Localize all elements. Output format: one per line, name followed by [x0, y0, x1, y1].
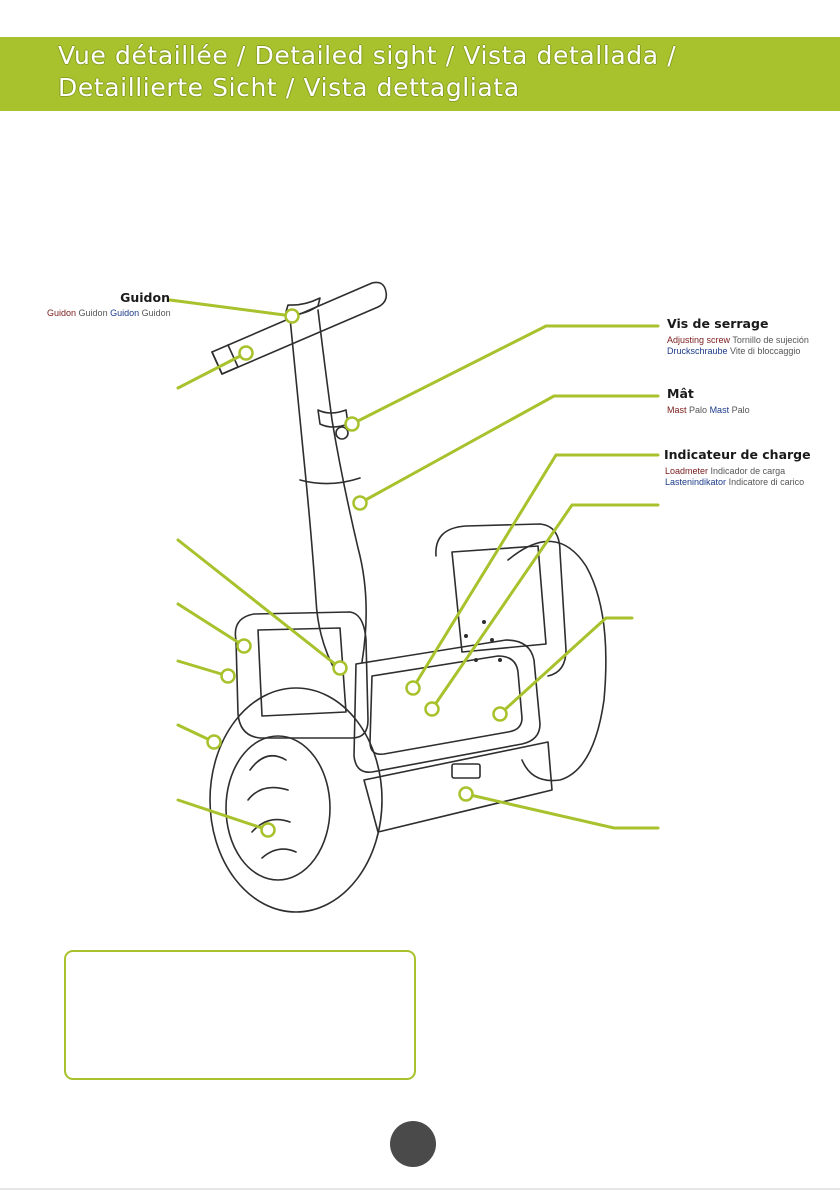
leader-left-6	[176, 798, 270, 832]
callout-point	[236, 638, 252, 654]
label-vis-de-serrage-en: Adjusting screw	[667, 335, 731, 345]
note-box	[64, 950, 416, 1080]
label-mat-translations: Mast Palo Mast Palo	[667, 405, 750, 416]
callout-point	[344, 416, 360, 432]
leader-mat	[358, 394, 660, 505]
label-mat-it: Palo	[731, 405, 750, 415]
leader-right-2	[498, 616, 634, 716]
page-title-line-1: Vue détaillée / Detailed sight / Vista d…	[58, 41, 677, 70]
label-vis-de-serrage-translations: Adjusting screw Tornillo de sujeción Dru…	[667, 335, 809, 357]
handlebar	[211, 281, 388, 375]
label-mat-title: Mât	[667, 386, 694, 401]
platform-mat	[369, 655, 523, 756]
fender-dot	[474, 658, 478, 662]
label-guidon-it: Guidon	[141, 308, 171, 318]
fender-left-inner	[257, 627, 347, 717]
wheel-left-tread	[247, 754, 297, 859]
page-title: Vue détaillée / Detailed sight / Vista d…	[58, 40, 676, 104]
fender-dot	[464, 634, 468, 638]
callout-point	[332, 660, 348, 676]
label-mat-de: Mast	[709, 405, 730, 415]
fender-dot	[498, 658, 502, 662]
fender-right-inner	[451, 545, 547, 653]
mast-back	[317, 309, 367, 663]
label-indicateur-translations: Loadmeter Indicador de carga Lastenindik…	[665, 466, 804, 488]
label-indicateur-en: Loadmeter	[665, 466, 709, 476]
label-guidon-en: Guidon	[47, 308, 77, 318]
wheel-left	[209, 687, 383, 913]
adjusting-screw	[335, 426, 349, 440]
callout-point	[405, 680, 421, 696]
callout-point	[492, 706, 508, 722]
label-indicateur-de: Lastenindikator	[665, 477, 727, 487]
label-guidon-translations: Guidon Guidon Guidon Guidon	[47, 308, 171, 319]
fender-dot	[482, 620, 486, 624]
leader-left-4	[176, 659, 230, 678]
page-title-line-2: Detaillierte Sicht / Vista dettagliata	[58, 73, 520, 102]
callout-point	[284, 308, 300, 324]
leader-indicateur	[411, 453, 660, 690]
label-vis-de-serrage-title: Vis de serrage	[667, 316, 769, 331]
leader-left-2	[176, 538, 342, 670]
callout-point	[238, 345, 254, 361]
callout-point	[352, 495, 368, 511]
charge-port	[451, 763, 481, 779]
label-vis-de-serrage-es: Tornillo de sujeción	[732, 335, 809, 345]
leader-left-3	[176, 602, 246, 648]
label-mat-en: Mast	[667, 405, 687, 415]
label-mat-es: Palo	[689, 405, 708, 415]
handlebar-grip-left	[211, 344, 239, 375]
leader-right-3	[464, 792, 660, 830]
label-indicateur-it: Indicatore di carico	[728, 477, 805, 487]
callout-point	[206, 734, 222, 750]
callout-point	[260, 822, 276, 838]
mast-join	[299, 477, 361, 485]
leader-guidon	[168, 298, 294, 318]
mast-front	[289, 317, 337, 673]
label-indicateur-es: Indicador de carga	[710, 466, 786, 476]
label-guidon-de: Guidon	[110, 308, 140, 318]
wheel-left-hub	[225, 735, 331, 881]
callout-point	[220, 668, 236, 684]
callout-point	[424, 701, 440, 717]
page-number-badge	[390, 1121, 436, 1167]
platform	[353, 639, 541, 773]
callout-point	[458, 786, 474, 802]
label-guidon-title: Guidon	[120, 290, 170, 305]
label-indicateur-title: Indicateur de charge	[664, 447, 811, 462]
header-band	[0, 37, 840, 111]
fender-left	[234, 611, 369, 739]
bottom-rule	[0, 1188, 840, 1190]
fender-dot	[490, 638, 494, 642]
label-guidon-es: Guidon	[78, 308, 108, 318]
wheel-right	[507, 540, 607, 782]
leader-left-1	[176, 351, 248, 390]
label-vis-de-serrage-it: Vite di bloccaggio	[730, 346, 801, 356]
label-vis-de-serrage-de: Druckschraube	[667, 346, 728, 356]
leader-vis-de-serrage	[350, 324, 660, 426]
chassis	[363, 741, 553, 833]
leader-right-1	[430, 503, 660, 711]
